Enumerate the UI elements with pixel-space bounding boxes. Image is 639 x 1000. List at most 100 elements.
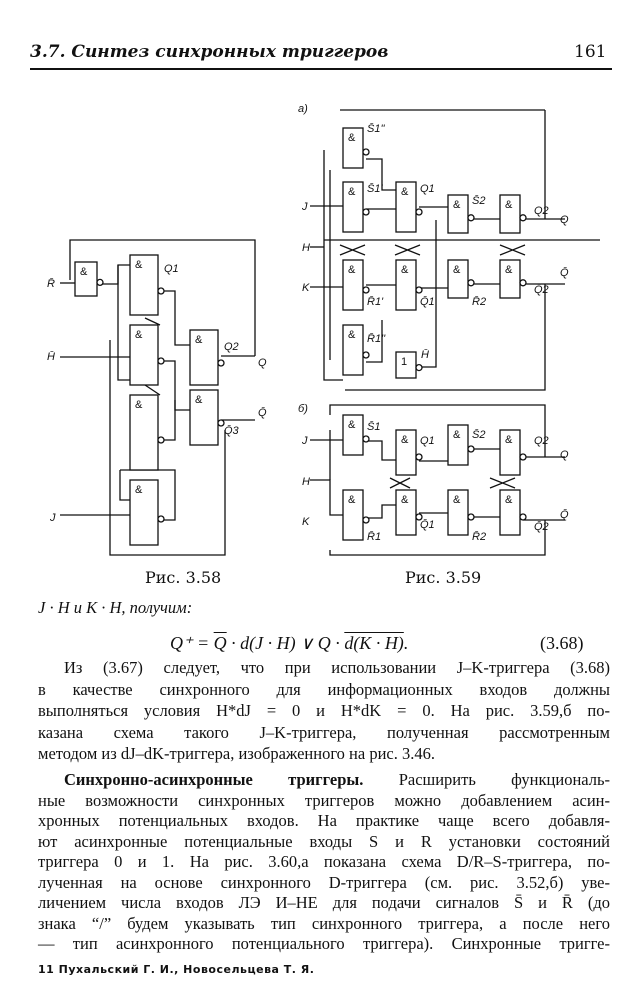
gate-symbol: &: [80, 266, 88, 278]
fig59a-label: Q̄2: [534, 283, 549, 296]
fig58-label-q: Q: [258, 357, 267, 369]
text-line: личением числа входов ЛЭ И–НЕ для подачи…: [38, 893, 610, 912]
gate-symbol: &: [505, 264, 513, 276]
text-line: в качестве синхронного для информационны…: [38, 679, 610, 699]
gate-symbol: &: [135, 399, 143, 411]
formula-part: · d(J · H) ∨ Q ·: [226, 633, 345, 653]
gate-body: [129, 394, 159, 471]
circuit-wires: [60, 109, 600, 556]
gate-symbol: &: [195, 394, 203, 406]
gate-symbol: &: [135, 329, 143, 341]
wire: [323, 150, 343, 381]
gate-symbol: &: [401, 494, 409, 506]
gate-body: [129, 479, 159, 546]
gate-body: [74, 261, 98, 297]
running-header-section: 3.7. Синтез синхронных триггеров: [30, 42, 389, 62]
gate-symbol: &: [505, 199, 513, 211]
text-line: лученная на основе синхронного D-триггер…: [38, 872, 610, 892]
paragraph-2-first-line: Синхронно-асинхронные триггеры. Расширит…: [38, 770, 610, 789]
fig59a-label: S̄1'': [367, 122, 386, 135]
fig59b-label: Q̄: [560, 508, 569, 521]
wire: [310, 479, 343, 516]
text-line: ные возможности синхронных триггеров мож…: [38, 790, 610, 810]
figure-3-58-caption: Рис. 3.58: [145, 568, 222, 587]
gate-symbol: &: [453, 264, 461, 276]
gate-body: [342, 127, 364, 169]
fig59b-label: J: [301, 435, 308, 447]
gate-symbol: &: [505, 434, 513, 446]
wire: [117, 265, 130, 381]
inverter-bubble-icon: [467, 513, 475, 521]
gate-body: [499, 429, 521, 476]
inverter-bubble-icon: [96, 278, 104, 287]
gate-symbol: &: [348, 419, 356, 431]
gate-body: [395, 351, 417, 379]
fig59a-label: R̄1': [367, 295, 384, 308]
formula-part: Q⁺ =: [170, 633, 214, 653]
wire: [69, 239, 256, 356]
inverter-bubble-icon: [157, 436, 165, 444]
wire: [366, 320, 383, 363]
inverter-bubble-icon: [362, 435, 370, 443]
gate-body: [395, 259, 417, 311]
figures: &&&&&&&&&&&&&&&&&1&&&&&&&& R̄ H̄ J Q1 Q2…: [47, 103, 600, 556]
text-line: ют асинхронные потенциальные входы S и R…: [38, 831, 610, 851]
gate-symbol: &: [348, 186, 356, 198]
inverter-bubble-icon: [519, 513, 527, 521]
fig59a-label: Q: [560, 214, 569, 226]
gate-symbol: &: [135, 259, 143, 271]
inverter-bubble-icon: [157, 515, 165, 523]
fig59a-label: R̄1'': [367, 332, 386, 345]
text-line: методом из dJ–dK-триггера, изображенного…: [38, 744, 435, 763]
fig59a-label: Q1: [420, 183, 435, 195]
wire: [329, 404, 546, 457]
inverter-bubble-icon: [415, 208, 423, 216]
fig59a-label: H: [302, 242, 310, 254]
fig58-label-q1: Q1: [164, 263, 179, 275]
gate-symbol: &: [195, 334, 203, 346]
fig59b-label: Q̄2: [534, 520, 549, 533]
inverter-bubble-icon: [217, 419, 225, 427]
wire: [109, 340, 226, 556]
gate-symbol: 1: [401, 356, 407, 368]
gate-symbol: &: [401, 434, 409, 446]
gate-symbol: &: [453, 429, 461, 441]
fig59a-label: S̄1': [367, 182, 383, 195]
gate-body: [447, 424, 469, 466]
section-heading: Синхронно-асинхронные триггеры.: [64, 770, 364, 789]
fig59b-label: Q̄1: [420, 518, 435, 531]
inverter-bubble-icon: [519, 453, 527, 461]
page-number: 161: [574, 42, 607, 62]
fig59a-label: Q̄: [560, 266, 569, 279]
text-line: — тип асинхронного потенциального тригге…: [38, 934, 610, 953]
gate-body: [499, 194, 521, 234]
fig59b-label: R̄2: [472, 530, 486, 543]
gate-body: [447, 194, 469, 234]
gate-body: [189, 329, 219, 386]
wire: [366, 158, 396, 191]
inverter-bubble-icon: [519, 279, 527, 287]
fig59b-label: R̄1: [367, 530, 381, 543]
inverter-bubble-icon: [415, 453, 423, 461]
wire: [329, 520, 546, 556]
figure-3-59-caption: Рис. 3.59: [405, 568, 482, 587]
gate-symbol: &: [135, 484, 143, 496]
fig58-label-r: R̄: [47, 277, 55, 290]
inverter-bubble-icon: [415, 286, 423, 294]
fig59b-label: Q2: [534, 435, 549, 447]
gate-body: [395, 489, 417, 536]
gate-body: [189, 389, 219, 446]
text-line: триггера 0 и 1. На рис. 3.60,а показана …: [38, 852, 610, 871]
formula-part: d(K · H): [344, 633, 404, 653]
gate-body: [342, 414, 364, 456]
wire: [394, 244, 421, 256]
gate-body: [447, 489, 469, 536]
wire: [339, 244, 366, 256]
fig59a-label: Q̄1: [420, 295, 435, 308]
fig59a-label: S̄2: [472, 194, 485, 207]
fig59b-label: S̄2: [472, 428, 485, 441]
inverter-bubble-icon: [157, 357, 165, 365]
fig59a-label: R̄2: [472, 295, 486, 308]
formula-part: Q: [213, 633, 227, 653]
wire: [499, 244, 526, 256]
